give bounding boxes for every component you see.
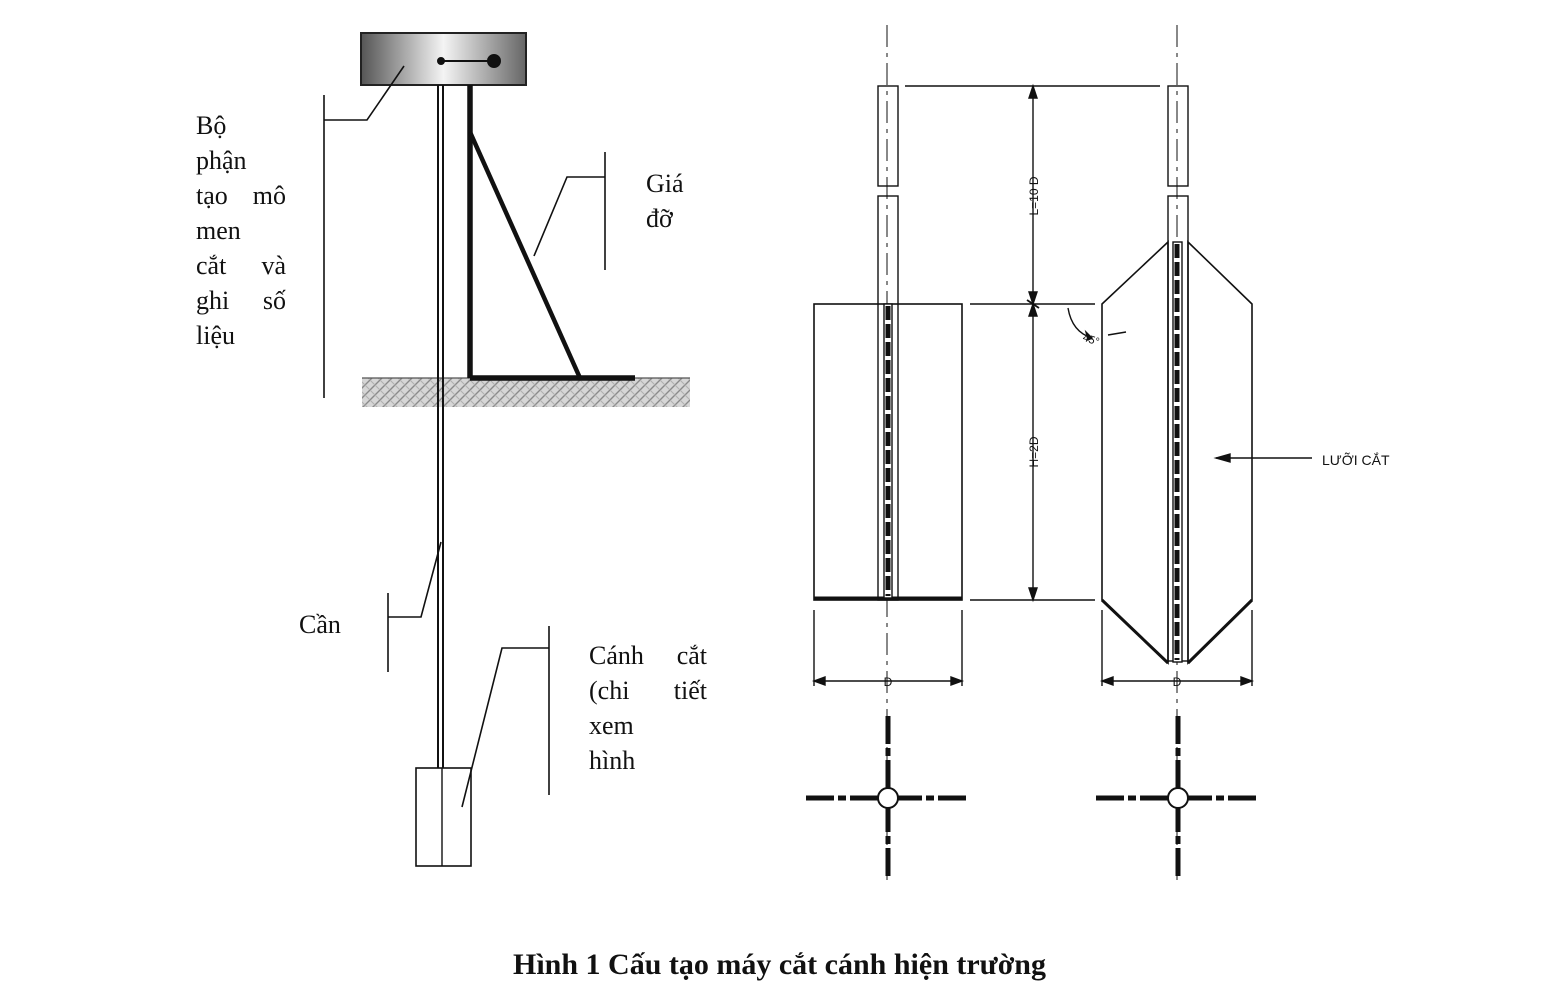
cross-section-left (806, 716, 970, 878)
dim-angle: 45° (1081, 332, 1101, 349)
label-support-frame: Giá đỡ (646, 169, 684, 233)
label-rod: Cần (299, 610, 341, 639)
vane-box (415, 767, 472, 867)
dim-width-right: D (1173, 675, 1182, 689)
rectangular-vane (813, 85, 963, 601)
dim-width-left: D (884, 675, 893, 689)
cross-section-right (1096, 716, 1260, 878)
blade-note: LƯỠI CẮT (1322, 451, 1390, 468)
leader-lines (323, 65, 606, 808)
vane-details (806, 25, 1312, 880)
dim-blade-height: H=2D (1027, 436, 1041, 467)
field-apparatus (323, 32, 690, 867)
rod (437, 85, 444, 768)
dim-upper-length: L=10 D (1027, 176, 1041, 215)
label-vane: Cánh cắt (chi tiết xem hình (589, 641, 707, 775)
soil-hatch (362, 378, 690, 407)
dimension-lines (811, 83, 1312, 686)
label-torque-unit: Bộ phận tạo mô men cắt và ghi số liệu (196, 111, 286, 350)
support-frame (467, 85, 635, 381)
figure-caption: Hình 1 Cấu tạo máy cắt cánh hiện trường (513, 948, 1046, 981)
tapered-vane (1100, 85, 1254, 665)
